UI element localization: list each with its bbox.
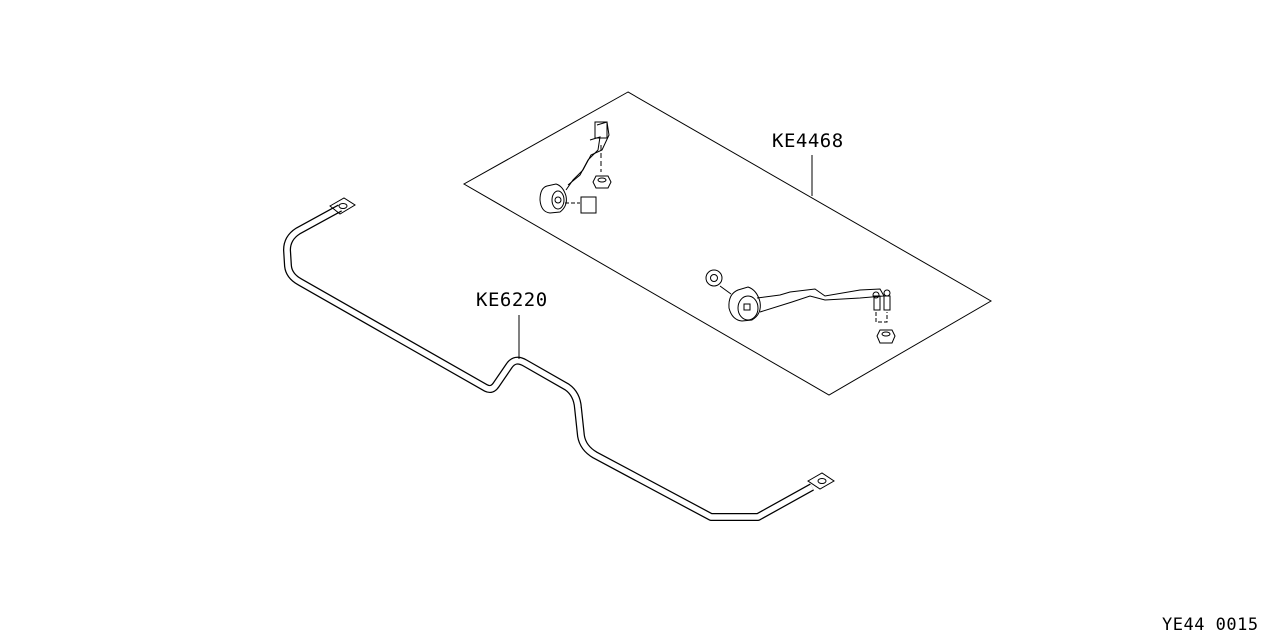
- diagram-code: YE44 0015: [1162, 615, 1259, 635]
- nut-left: [592, 175, 612, 189]
- part-label-ke4468[interactable]: KE4468: [772, 130, 844, 152]
- bar-end-eyelet-left: [329, 197, 356, 215]
- washer-right: [705, 269, 723, 287]
- nut-right: [876, 329, 896, 344]
- kit-plate-outline: [462, 91, 992, 396]
- stabilizer-link-left[interactable]: [539, 121, 612, 214]
- stabilizer-link-right[interactable]: [705, 269, 896, 344]
- bushing-left: [580, 196, 597, 214]
- bar-end-eyelet-right: [807, 472, 835, 490]
- part-label-ke6220[interactable]: KE6220: [476, 289, 548, 311]
- stabilizer-bar[interactable]: [283, 197, 835, 521]
